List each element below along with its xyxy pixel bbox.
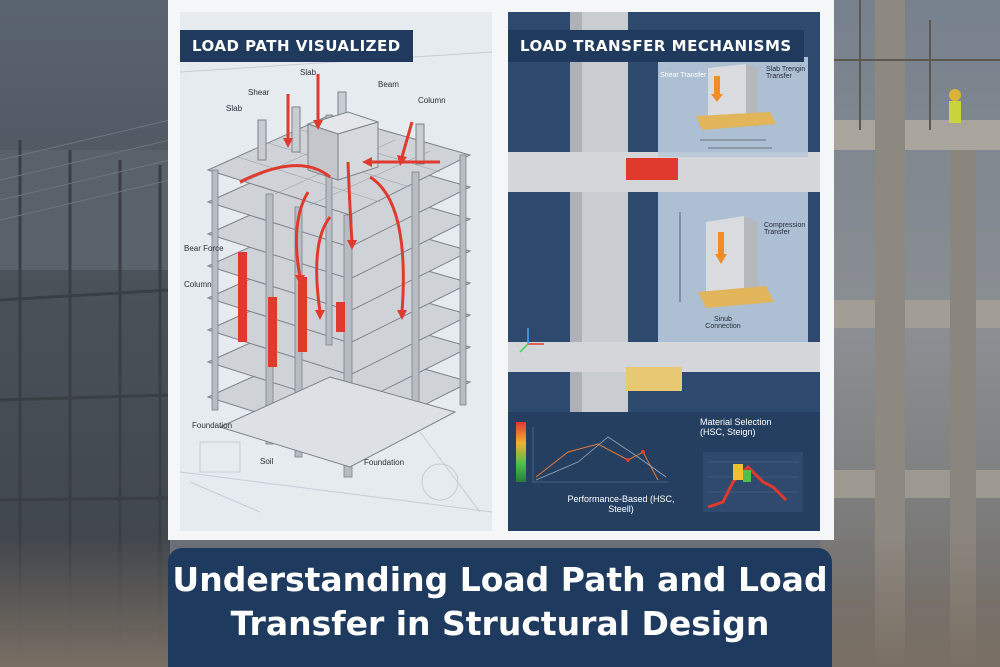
column-top-label: Column (418, 96, 446, 105)
column-left-label: Column (184, 280, 212, 289)
caption-line-2: Transfer in Structural Design (230, 604, 770, 643)
slab-top-label: Slab (300, 68, 317, 77)
soil-label: Soil (260, 457, 274, 466)
slab-transfer-label: Slab Trengin Transfer (766, 66, 806, 80)
beam-label: Beam (378, 80, 399, 89)
caption-banner: Understanding Load Path and Load Transfe… (168, 548, 832, 667)
caption-line-1: Understanding Load Path and Load (172, 560, 828, 599)
material-selection-label: Material Selection (HSC, Steign) (700, 417, 772, 437)
foundation-bottom-label: Foundation (364, 458, 405, 467)
load-path-title: LOAD PATH VISUALIZED (180, 30, 413, 62)
foundation-left-label: Foundation (192, 421, 233, 430)
load-path-panel: LOAD PATH VISUALIZED Slab Beam Shear Sla… (180, 12, 492, 531)
caption-title: Understanding Load Path and Load Transfe… (168, 558, 832, 646)
concrete-building-graphic (820, 0, 1000, 667)
sinub-connection-label: Sinub Connection (705, 316, 741, 330)
shear-transfer-label: Shear Transfer (660, 72, 707, 79)
bear-force-label: Bear Force (184, 244, 224, 253)
performance-based-label: Performance-Based (HSC, Steell) (567, 494, 675, 514)
shear-label: Shear (248, 88, 270, 97)
slab-left-label: Slab (226, 104, 243, 113)
load-transfer-illustration (508, 12, 820, 531)
load-transfer-panel: LOAD TRANSFER MECHANISMS Shear Transfer … (508, 12, 820, 531)
compression-transfer-label: Compression Transfer (764, 222, 806, 236)
building-load-path-illustration (180, 51, 492, 513)
load-transfer-title: LOAD TRANSFER MECHANISMS (508, 30, 804, 62)
steel-frame-graphic (0, 119, 171, 667)
